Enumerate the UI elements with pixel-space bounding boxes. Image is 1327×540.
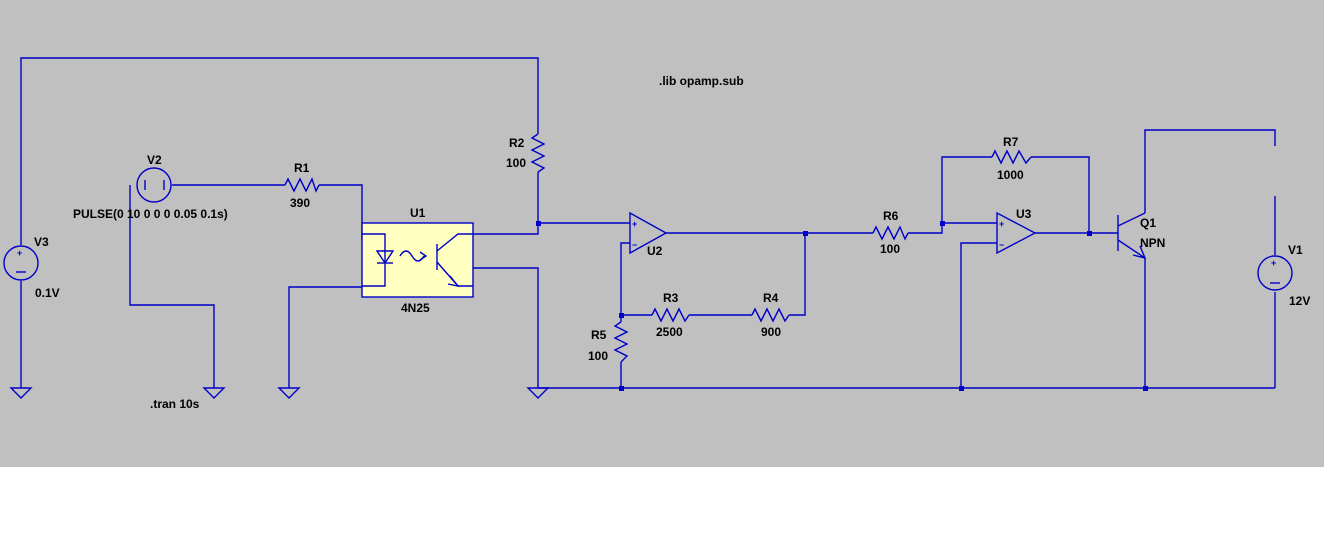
r7-ref: R7: [1003, 135, 1019, 149]
q1-value: NPN: [1140, 236, 1165, 250]
r2-value: 100: [506, 156, 526, 170]
v1-ref: V1: [1288, 243, 1303, 257]
transistor-q1[interactable]: [1117, 212, 1147, 260]
r4-ref: R4: [763, 291, 779, 305]
v3-value: 0.1V: [35, 286, 60, 300]
wire-r4-to-output: [789, 233, 806, 316]
r5-ref: R5: [591, 328, 607, 342]
wire-q1-collector: [1144, 129, 1276, 213]
r1-value: 390: [290, 196, 310, 210]
resistor-r7[interactable]: [991, 149, 1032, 165]
r1-ref: R1: [294, 161, 310, 175]
resistor-r5[interactable]: [613, 321, 629, 363]
v1-value: 12V: [1289, 294, 1310, 308]
optocoupler-u1[interactable]: [361, 222, 474, 298]
q1-ref: Q1: [1140, 216, 1156, 230]
v3-ref: V3: [34, 235, 49, 249]
resistor-r1[interactable]: [284, 177, 320, 193]
ground-symbol-main: [526, 387, 550, 399]
r6-value: 100: [880, 242, 900, 256]
ground-symbol-v3: [9, 387, 33, 399]
wire-v2-to-ground: [129, 185, 215, 388]
opamp-u2[interactable]: + −: [629, 211, 668, 255]
ground-symbol-u1: [277, 387, 301, 399]
labels: .lib opamp.sub .tran 10s V3 0.1V V2 PULS…: [34, 74, 1310, 411]
source-v3[interactable]: +: [3, 245, 39, 281]
wire-v3-to-r2: [20, 57, 539, 245]
source-v1[interactable]: +: [1257, 255, 1293, 291]
r2-ref: R2: [509, 136, 525, 150]
opamp-u3[interactable]: + −: [996, 211, 1037, 255]
svg-text:−: −: [632, 240, 637, 250]
resistor-r2[interactable]: [530, 133, 546, 173]
lib-directive: .lib opamp.sub: [659, 74, 744, 88]
wire-r6-to-u3: [908, 223, 943, 234]
r7-value: 1000: [997, 168, 1024, 182]
schematic-canvas[interactable]: + + + − + −: [0, 0, 1324, 467]
resistor-r6[interactable]: [872, 225, 909, 241]
junctions: [536, 221, 1148, 391]
wire-u1-emitter: [473, 267, 539, 388]
wire-u3-minus: [960, 242, 997, 388]
wire-r1-to-u1: [319, 184, 363, 240]
resistor-r4[interactable]: [751, 307, 790, 323]
r3-ref: R3: [663, 291, 679, 305]
u3-ref: U3: [1016, 207, 1032, 221]
wire-r7-left: [941, 156, 992, 223]
u1-value: 4N25: [401, 301, 430, 315]
v2-ref: V2: [147, 153, 162, 167]
svg-text:+: +: [632, 219, 637, 229]
u1-ref: U1: [410, 206, 426, 220]
v2-value: PULSE(0 10 0 0 0 0.05 0.1s): [73, 207, 228, 221]
wire-u1-collector: [473, 223, 539, 235]
source-v2[interactable]: [136, 167, 172, 203]
u2-ref: U2: [647, 244, 663, 258]
schematic-drawing: + + + − + −: [3, 57, 1310, 411]
r3-value: 2500: [656, 325, 683, 339]
wire-u2-minus: [620, 242, 630, 315]
wire-u1-to-ground: [288, 286, 362, 388]
tran-directive: .tran 10s: [150, 397, 200, 411]
resistor-r3[interactable]: [651, 307, 690, 323]
r6-ref: R6: [883, 209, 899, 223]
wire-r7-right: [1031, 156, 1090, 233]
wires: [20, 57, 1276, 389]
r5-value: 100: [588, 349, 608, 363]
ground-symbol-v2: [202, 387, 226, 399]
ground-symbols: [9, 387, 550, 399]
svg-text:+: +: [1271, 258, 1276, 268]
svg-text:+: +: [999, 219, 1004, 229]
svg-text:+: +: [17, 248, 22, 258]
svg-text:−: −: [999, 240, 1004, 250]
r4-value: 900: [761, 325, 781, 339]
